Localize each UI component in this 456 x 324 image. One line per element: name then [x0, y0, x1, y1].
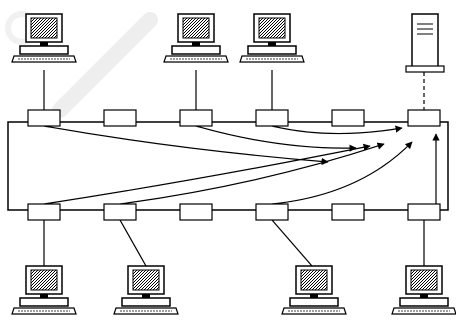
top-port-1 [28, 110, 60, 126]
pc-bottom-1-icon [12, 266, 76, 314]
bottom-links [44, 220, 424, 266]
top-port-2 [104, 110, 136, 126]
top-port-4 [256, 110, 288, 126]
bottom-port-6 [408, 204, 440, 220]
top-port-5 [332, 110, 364, 126]
pc-top-1-icon [12, 14, 76, 62]
bottom-port-3 [180, 204, 212, 220]
pc-top-2-icon [164, 14, 228, 62]
top-port-6 [408, 110, 440, 126]
bottom-port-1 [28, 204, 60, 220]
switch-body [8, 122, 448, 210]
pc-bottom-4-icon [392, 266, 456, 314]
bottom-port-2 [104, 204, 136, 220]
bottom-port-5 [332, 204, 364, 220]
pc-bottom-3-icon [282, 266, 346, 314]
bottom-port-4 [256, 204, 288, 220]
pc-top-3-icon [240, 14, 304, 62]
link-pc-bottom-2 [120, 220, 146, 266]
link-pc-bottom-3 [272, 220, 312, 266]
server-icon [406, 14, 444, 72]
top-port-3 [180, 110, 212, 126]
pc-bottom-2-icon [114, 266, 178, 314]
